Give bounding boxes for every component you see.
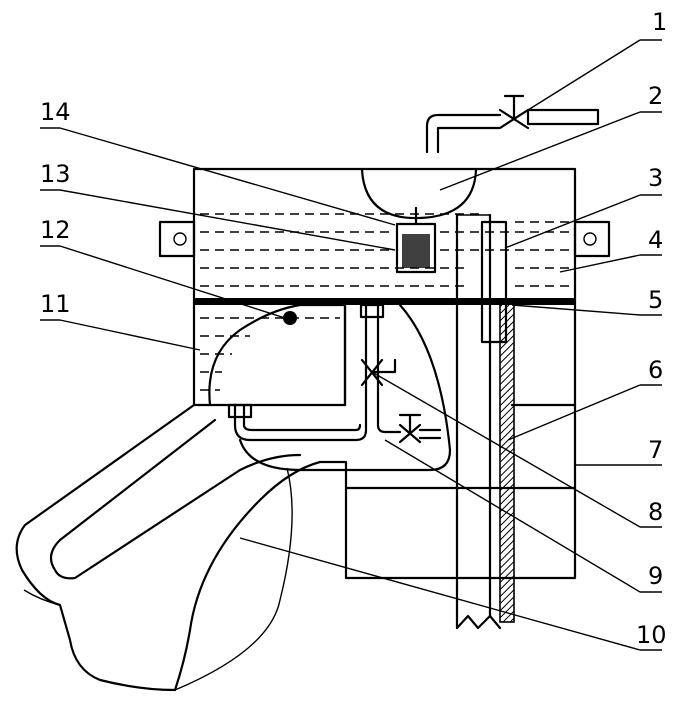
label-10: 10: [636, 621, 667, 649]
flush-chamber-wall: [343, 303, 452, 472]
label-9: 9: [648, 562, 663, 590]
inlet-pipe: [425, 94, 600, 154]
label-2: 2: [648, 82, 663, 110]
part-labels: 1 2 3 4 5 6 7 8 9 10 11 12 13 14: [40, 8, 667, 649]
label-14: 14: [40, 98, 71, 126]
label-13: 13: [40, 160, 71, 188]
drain-ball: [283, 311, 297, 325]
flush-chamber: [208, 303, 347, 407]
leader-lines: [40, 39, 662, 651]
label-11: 11: [40, 290, 71, 318]
label-6: 6: [648, 356, 663, 384]
label-4: 4: [648, 226, 663, 254]
water-tank: [158, 167, 611, 580]
partition-plate: [194, 298, 575, 305]
float-valve: [395, 206, 437, 274]
label-5: 5: [648, 286, 663, 314]
float-bowl: [360, 168, 478, 220]
flush-pipes: [227, 303, 442, 444]
label-12: 12: [40, 216, 71, 244]
label-8: 8: [648, 498, 663, 526]
label-1: 1: [652, 8, 667, 36]
overflow-pipe: [455, 213, 515, 630]
label-3: 3: [648, 164, 663, 192]
label-7: 7: [648, 436, 663, 464]
toilet-bowl: [15, 403, 432, 692]
